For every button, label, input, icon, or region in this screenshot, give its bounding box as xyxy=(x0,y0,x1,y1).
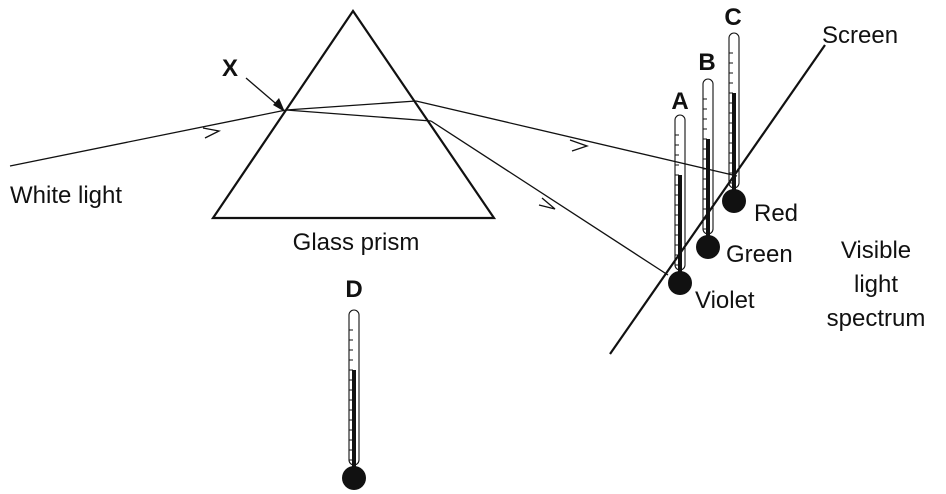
red-label: Red xyxy=(754,200,798,227)
white-light-arrowhead xyxy=(202,127,222,139)
thermometer-c-label: C xyxy=(724,4,741,31)
screen xyxy=(609,44,826,355)
thermometer-b-label: B xyxy=(698,49,715,76)
emergent-ray-violet xyxy=(430,120,669,276)
white-light-label: White light xyxy=(10,182,122,209)
thermometer-d-label: D xyxy=(345,276,362,303)
screen-label: Screen xyxy=(822,22,898,49)
emergent-ray-red xyxy=(415,100,738,177)
visible-light-spectrum-line2: light xyxy=(854,271,898,298)
glass-prism-label: Glass prism xyxy=(293,229,420,256)
thermometer-a-label: A xyxy=(671,88,688,115)
emergent-ray-violet-arrowhead xyxy=(538,197,556,210)
thermometer-b xyxy=(696,78,720,259)
point-x-arrowhead xyxy=(273,98,285,112)
glass-prism xyxy=(210,9,497,220)
thermometer-d xyxy=(342,309,366,490)
visible-light-spectrum-line3: spectrum xyxy=(827,305,926,332)
refracted-ray-violet-inside xyxy=(285,109,432,122)
violet-label: Violet xyxy=(695,287,755,314)
point-x-label: X xyxy=(222,55,238,82)
thermometer-a xyxy=(668,114,692,295)
emergent-ray-red-arrowhead xyxy=(569,139,590,152)
thermometer-c xyxy=(722,32,746,213)
white-light-ray xyxy=(9,109,287,167)
green-label: Green xyxy=(726,241,793,268)
refracted-ray-red-inside xyxy=(285,100,417,111)
visible-light-spectrum-line1: Visible xyxy=(841,237,911,264)
